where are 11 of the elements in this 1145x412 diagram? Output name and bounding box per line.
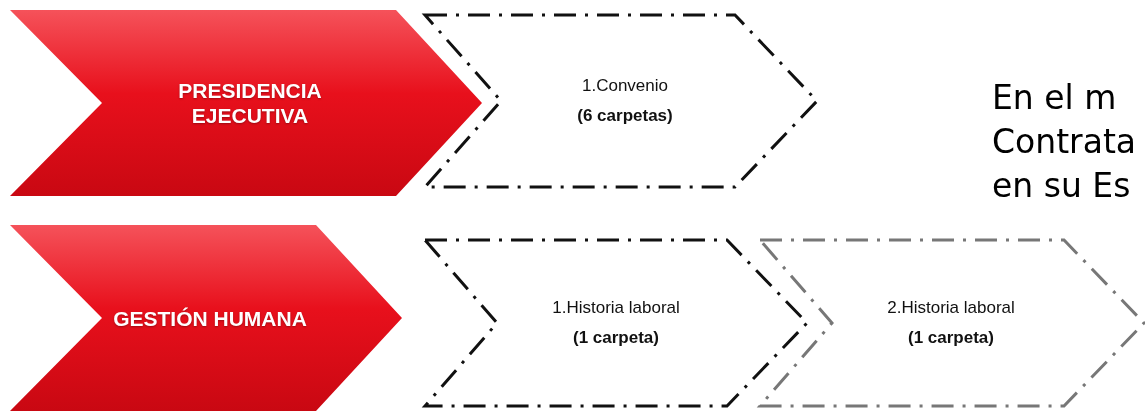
item-name: 1.Convenio (582, 76, 668, 96)
text-line: Contrata (992, 121, 1137, 163)
chevron-title: PRESIDENCIA EJECUTIVA (177, 78, 323, 128)
text-line: en su Es (992, 165, 1132, 207)
text-line: En el m (992, 77, 1118, 119)
item-name: 1.Historia laboral (552, 298, 680, 318)
chevron-title: GESTIÓN HUMANA (113, 305, 307, 331)
item-count: (1 carpeta) (573, 328, 659, 348)
item-name: 2.Historia laboral (887, 298, 1015, 318)
item-count: (6 carpetas) (577, 106, 673, 126)
item-count: (1 carpeta) (908, 328, 994, 348)
